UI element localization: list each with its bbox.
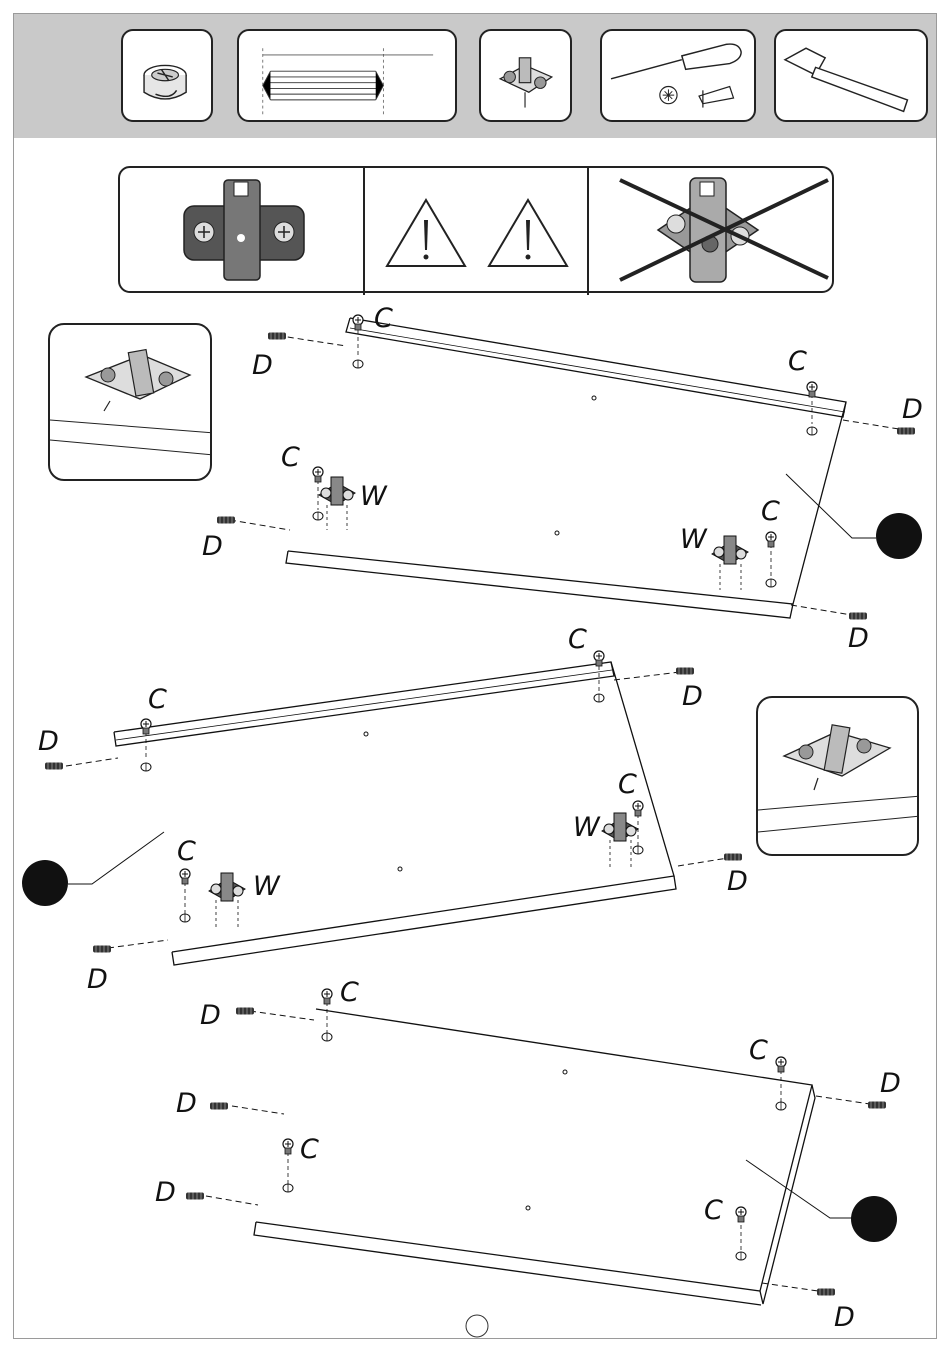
dowel-label: D [902,394,923,425]
cam-label: C [148,684,167,715]
dowel-label: D [176,1088,197,1119]
cam-label: C [568,624,587,655]
cam-label: C [281,442,300,473]
cam-label: C [177,836,196,867]
dowel-label: D [848,623,869,654]
dowel-label: D [834,1302,855,1333]
step-marker [851,1196,897,1242]
cam-label: C [761,496,780,527]
step-marker [22,860,68,906]
dowel-label: D [252,350,273,381]
cam-label: C [704,1195,723,1226]
plate-label: W [360,481,388,512]
plate-label: W [253,871,281,902]
dowel-label: D [87,964,108,995]
dowel-label: D [202,531,223,562]
cam-label: C [374,303,393,334]
cam-label: C [340,977,359,1008]
step-marker [876,513,922,559]
dowel-label: D [200,1000,221,1031]
dowel-label: D [155,1177,176,1208]
page-number-marker [466,1315,488,1337]
plate-label: W [573,812,601,843]
cam-label: C [618,769,637,800]
plate-label: W [680,524,708,555]
cam-label: C [788,346,807,377]
dowel-label: D [880,1068,901,1099]
cam-label: C [300,1134,319,1165]
cam-label: C [749,1035,768,1066]
dowel-label: D [727,866,748,897]
dowel-label: D [38,726,59,757]
dowel-label: D [682,681,703,712]
